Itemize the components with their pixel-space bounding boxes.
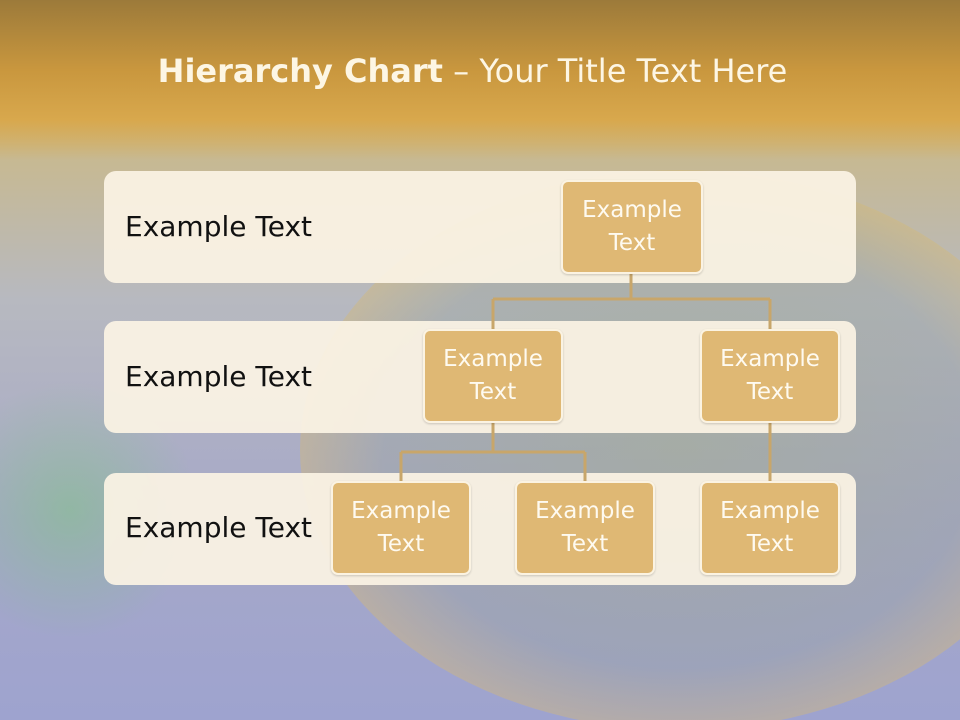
node-root: Example Text bbox=[561, 180, 703, 274]
node-level2-left: Example Text bbox=[423, 329, 563, 423]
level-label-2: Example Text bbox=[125, 360, 313, 393]
connector-root bbox=[491, 274, 772, 330]
level-label-1: Example Text bbox=[125, 210, 313, 243]
title-bold: Hierarchy Chart bbox=[157, 52, 443, 90]
node-level3-c: Example Text bbox=[700, 481, 840, 575]
title-rest: – Your Title Text Here bbox=[442, 52, 788, 90]
connector-left-children bbox=[399, 422, 587, 482]
node-level3-b: Example Text bbox=[515, 481, 655, 575]
level-label-3: Example Text bbox=[125, 511, 313, 544]
node-level2-right: Example Text bbox=[700, 329, 840, 423]
node-level3-a: Example Text bbox=[331, 481, 471, 575]
level-band-1 bbox=[104, 171, 856, 283]
title-band bbox=[0, 0, 960, 160]
page-title: Hierarchy Chart – Your Title Text Here bbox=[0, 52, 945, 90]
